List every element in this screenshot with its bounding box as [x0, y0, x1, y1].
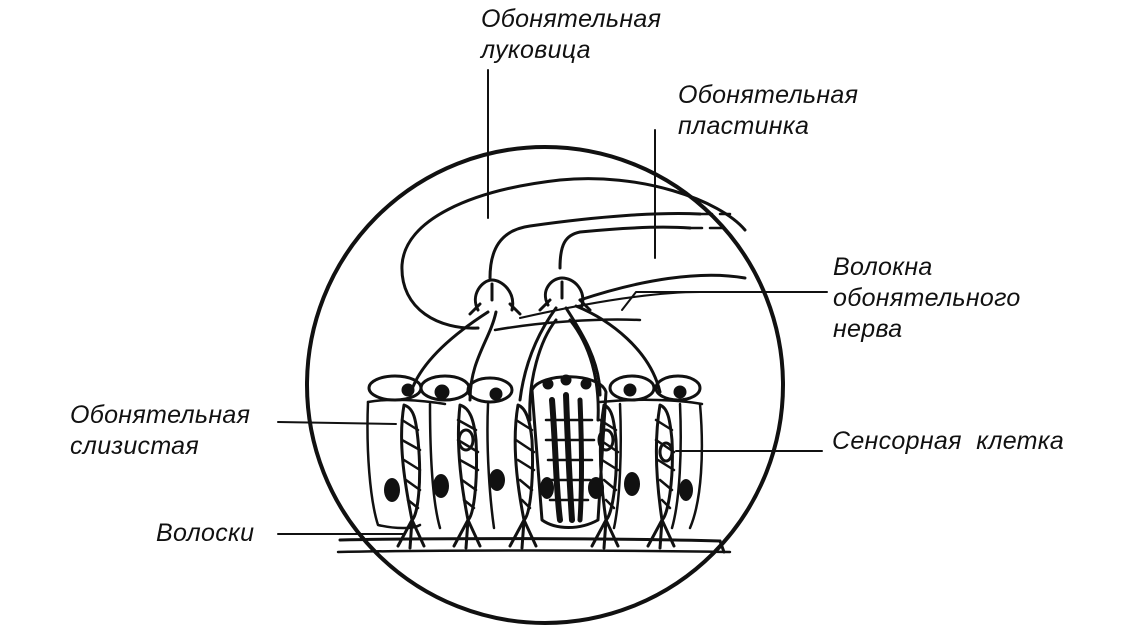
label-olfactory-mucosa-line2: слизистая [70, 432, 200, 460]
glomeruli [468, 276, 592, 316]
label-nerve-fibers: Волокна обонятельного нерва [833, 252, 1021, 345]
label-sensory-cell-line1: Сенсорная клетка [832, 427, 1065, 455]
label-nerve-fibers-line3: нерва [833, 315, 903, 343]
apical-cells [367, 374, 702, 404]
sensory-cells [400, 403, 676, 522]
leader-olfactory-mucosa [277, 421, 397, 425]
label-nerve-fibers-line2: обонятельного [833, 284, 1021, 312]
central-cell-column [530, 374, 608, 529]
label-olfactory-bulb-line1: Обонятельная [481, 5, 662, 33]
olfactory-bulb-structure [400, 177, 747, 332]
label-olfactory-plate: Обонятельная пластинка [678, 80, 858, 142]
label-olfactory-bulb: Обонятельная луковица [481, 4, 661, 66]
label-olfactory-plate-line2: пластинка [678, 112, 810, 140]
cilia [396, 518, 676, 550]
basement-membrane [336, 537, 732, 554]
label-nerve-fibers-line1: Волокна [833, 253, 933, 281]
label-sensory-cell: Сенсорная клетка [832, 426, 1064, 457]
label-olfactory-mucosa-line1: Обонятельная [70, 401, 251, 429]
label-hairs: Волоски [156, 518, 254, 549]
leader-nerve-fibers [621, 291, 828, 311]
magnifier-circle [305, 145, 785, 625]
label-olfactory-plate-line1: Обонятельная [678, 81, 859, 109]
label-olfactory-bulb-line2: луковица [481, 36, 591, 64]
label-hairs-line1: Волоски [156, 519, 255, 547]
leader-lines [277, 69, 828, 535]
label-olfactory-mucosa: Обонятельная слизистая [70, 400, 250, 462]
cell-nuclei [384, 469, 693, 502]
